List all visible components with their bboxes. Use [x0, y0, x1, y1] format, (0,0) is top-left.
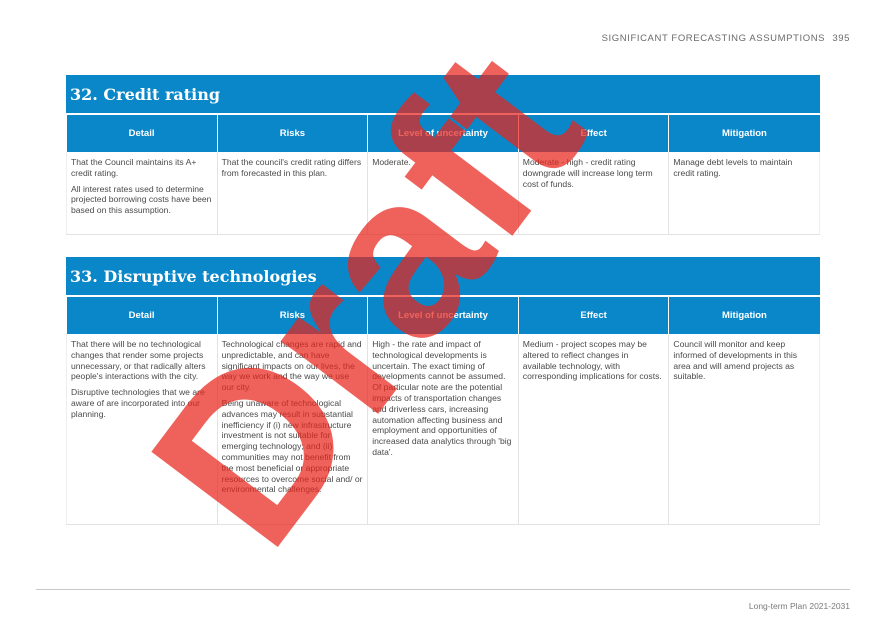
col-mitigation: Mitigation	[668, 115, 820, 152]
section-title: 33. Disruptive technologies	[66, 257, 820, 297]
cell-paragraph: That there will be no technological chan…	[71, 339, 206, 382]
section-name: SIGNIFICANT FORECASTING ASSUMPTIONS	[601, 33, 826, 44]
col-uncertainty: Level of uncertainty	[367, 115, 519, 152]
cell-detail: That there will be no technological chan…	[66, 334, 218, 525]
cell-paragraph: That the council's credit rating differs…	[221, 157, 362, 178]
col-effect: Effect	[517, 297, 669, 334]
cell-uncertainty: High - the rate and impact of technologi…	[367, 334, 519, 525]
cell-effect: Medium - project scopes may be altered t…	[517, 334, 669, 525]
cell-paragraph: Being unaware of technological advances …	[221, 397, 363, 495]
cell-paragraph: Manage debt levels to maintain credit ra…	[673, 157, 793, 178]
assumption-table: Detail Risks Level of uncertainty Effect…	[66, 115, 820, 235]
cell-uncertainty: Moderate.	[367, 152, 519, 235]
page-number: 395	[832, 33, 850, 44]
table-row: That the Council maintains its A+ credit…	[66, 152, 820, 235]
cell-paragraph: All interest rates used to determine pro…	[71, 183, 212, 216]
col-mitigation: Mitigation	[668, 297, 820, 334]
cell-detail: That the Council maintains its A+ credit…	[66, 152, 218, 235]
col-risks: Risks	[216, 115, 368, 152]
cell-paragraph: High - the rate and impact of technologi…	[372, 339, 512, 457]
cell-risks: Technological changes are rapid and unpr…	[216, 334, 368, 525]
footer-divider	[36, 589, 850, 590]
cell-mitigation: Manage debt levels to maintain credit ra…	[668, 152, 820, 235]
table-header-row: Detail Risks Level of uncertainty Effect…	[66, 297, 820, 334]
cell-paragraph: Moderate.	[372, 157, 411, 167]
col-detail: Detail	[66, 297, 218, 334]
cell-paragraph: That the Council maintains its A+ credit…	[71, 157, 197, 178]
section-disruptive-technologies: 33. Disruptive technologies Detail Risks…	[66, 257, 820, 525]
col-detail: Detail	[66, 115, 218, 152]
running-header: SIGNIFICANT FORECASTING ASSUMPTIONS 395	[602, 33, 850, 44]
cell-mitigation: Council will monitor and keep informed o…	[668, 334, 820, 525]
cell-paragraph: Council will monitor and keep informed o…	[673, 339, 798, 382]
assumption-table: Detail Risks Level of uncertainty Effect…	[66, 297, 820, 525]
cell-paragraph: Technological changes are rapid and unpr…	[221, 339, 362, 393]
col-risks: Risks	[216, 297, 368, 334]
cell-paragraph: Medium - project scopes may be altered t…	[522, 339, 662, 382]
section-credit-rating: 32. Credit rating Detail Risks Level of …	[66, 75, 820, 235]
col-effect: Effect	[517, 115, 669, 152]
table-header-row: Detail Risks Level of uncertainty Effect…	[66, 115, 820, 152]
cell-paragraph: Disruptive technologies that we are awar…	[71, 387, 205, 419]
col-uncertainty: Level of uncertainty	[367, 297, 519, 334]
footer-text: Long-term Plan 2021-2031	[748, 601, 850, 611]
cell-paragraph: Moderate - high - credit rating downgrad…	[522, 157, 653, 189]
cell-effect: Moderate - high - credit rating downgrad…	[517, 152, 669, 235]
section-title: 32. Credit rating	[66, 75, 820, 115]
cell-risks: That the council's credit rating differs…	[216, 152, 368, 235]
table-row: That there will be no technological chan…	[66, 334, 820, 525]
